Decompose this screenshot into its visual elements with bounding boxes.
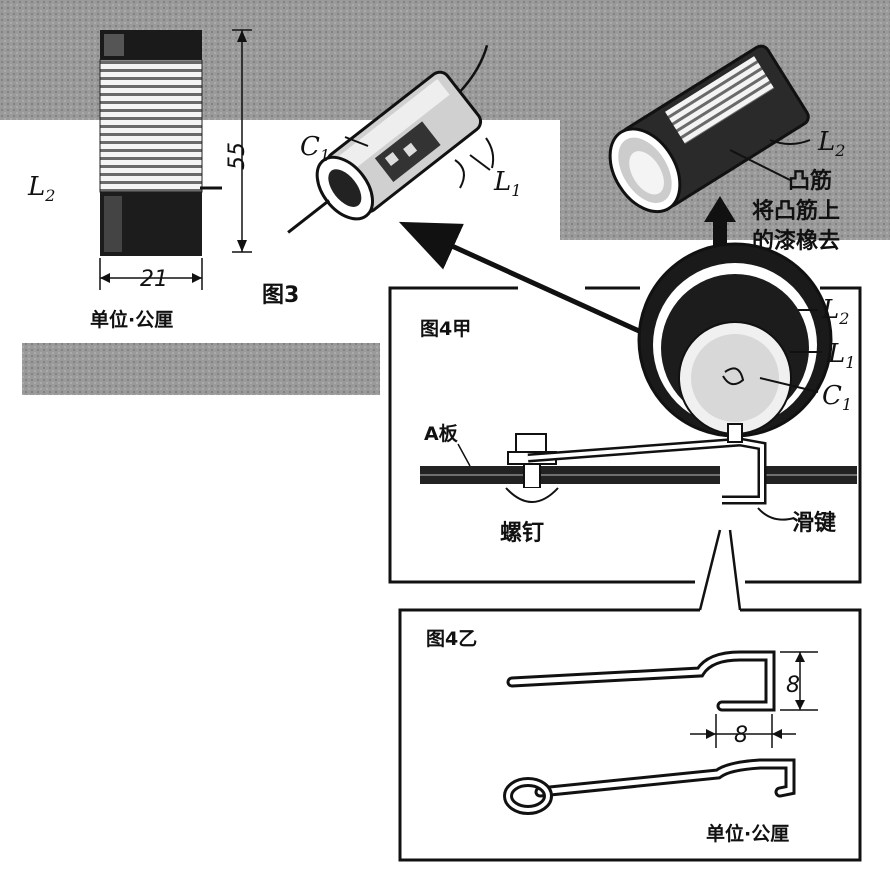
fig4a-cross-section: [637, 242, 833, 438]
fig3-l1-label: L1: [493, 167, 521, 200]
fig4a-frame: [388, 286, 862, 584]
fig4a-c1-leader: [759, 377, 819, 393]
fig4b-key-straight: [506, 650, 776, 712]
fig3-coil-label: L2: [27, 172, 55, 205]
fig3-height-value: 55: [225, 142, 250, 170]
fig4b-horizontal-dimension: [690, 714, 796, 748]
fig4a-board: [420, 466, 857, 484]
fig4b-key-loop: [503, 758, 796, 815]
fig4a-board-leader: [457, 443, 471, 467]
fig4a-l1-label: L1: [827, 339, 855, 372]
fig3-coil-form: [99, 30, 222, 256]
fig4a-slide-key: [527, 423, 767, 505]
fig3-height-dimension: [232, 29, 252, 253]
fig4a-board-label: A板: [424, 422, 459, 445]
fig4a-slide-label: 滑键: [792, 510, 836, 536]
fig3-assembled-tube: [287, 44, 489, 234]
fig4b-horizontal-value: 8: [734, 723, 748, 748]
fig4b-vertical-dimension: [780, 651, 818, 711]
fig4b-unit: 单位·公厘: [706, 822, 789, 845]
fig3-note-line1: 凸筋: [788, 168, 832, 194]
fig3-width-value: 21: [140, 267, 168, 292]
fig4b-vertical-value: 8: [786, 673, 800, 698]
fig3-width-dimension: [99, 258, 203, 290]
fig3-outer-tube: [608, 44, 810, 214]
assembly-arrow: [398, 221, 674, 349]
fig4a-caption: 图4甲: [420, 318, 471, 340]
fig4a-screw: [505, 433, 559, 503]
fig3-l2-leader: [769, 139, 811, 145]
fig3-c1-leader: [344, 136, 369, 147]
fig3-rib-leader: [729, 149, 791, 181]
fig4a-screw-label: 螺钉: [500, 520, 544, 546]
fig4b-caption: 图4乙: [426, 628, 477, 650]
fig3-c1-label: C1: [300, 132, 330, 165]
fig4a-slide-leader: [757, 507, 795, 521]
fig3-l1-leader: [469, 154, 491, 171]
fig4a-l2-label: L2: [821, 295, 849, 328]
fig3-note-line2: 将凸筋上: [752, 198, 840, 224]
fig3-caption: 图3: [262, 283, 299, 308]
fig4a-c1-label: C1: [822, 381, 852, 414]
fig4b-frame: [398, 608, 862, 862]
fig3-unit: 单位·公厘: [90, 308, 173, 331]
fig3-l2-label: L2: [817, 127, 845, 160]
zoom-connector: [698, 529, 742, 611]
